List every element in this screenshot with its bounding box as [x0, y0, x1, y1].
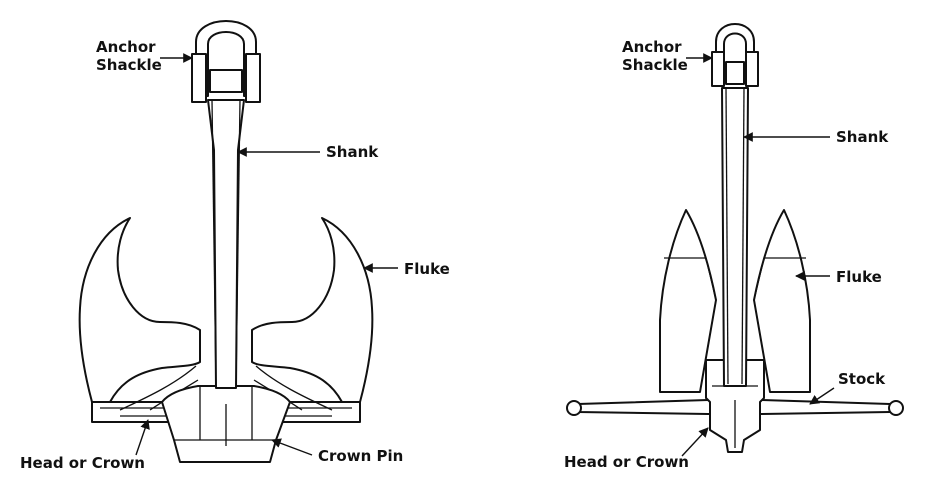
- head-label: Head or Crown: [20, 454, 145, 472]
- head-leader: [135, 419, 150, 456]
- stockless-anchor: Anchor Shackle Shank Fluke Head or Crown…: [20, 20, 450, 472]
- right-fluke: [753, 209, 811, 393]
- head-leader: [681, 427, 709, 457]
- stock-label: Stock: [838, 370, 886, 388]
- right-fluke: [251, 217, 374, 403]
- head-label: Head or Crown: [564, 453, 689, 471]
- stock-end-right: [888, 400, 904, 416]
- fluke-label: Fluke: [404, 260, 450, 278]
- crown-pin-label: Crown Pin: [318, 447, 403, 465]
- stock-end-left: [566, 400, 582, 416]
- shank: [721, 87, 749, 387]
- crown-pin-leader: [271, 438, 313, 456]
- left-fluke: [78, 217, 201, 403]
- fluke-label: Fluke: [836, 268, 882, 286]
- stock-anchor: Anchor Shackle Shank Fluke Stock Head or…: [564, 23, 904, 471]
- shackle-label-line2: Shackle: [96, 56, 162, 74]
- shackle-label-line2: Shackle: [622, 56, 688, 74]
- left-fluke: [659, 209, 717, 393]
- shackle-label-line1: Anchor: [96, 38, 156, 56]
- stock-leader: [809, 387, 835, 405]
- shackle-label-line1: Anchor: [622, 38, 682, 56]
- shank-label: Shank: [326, 143, 379, 161]
- shank-label: Shank: [836, 128, 889, 146]
